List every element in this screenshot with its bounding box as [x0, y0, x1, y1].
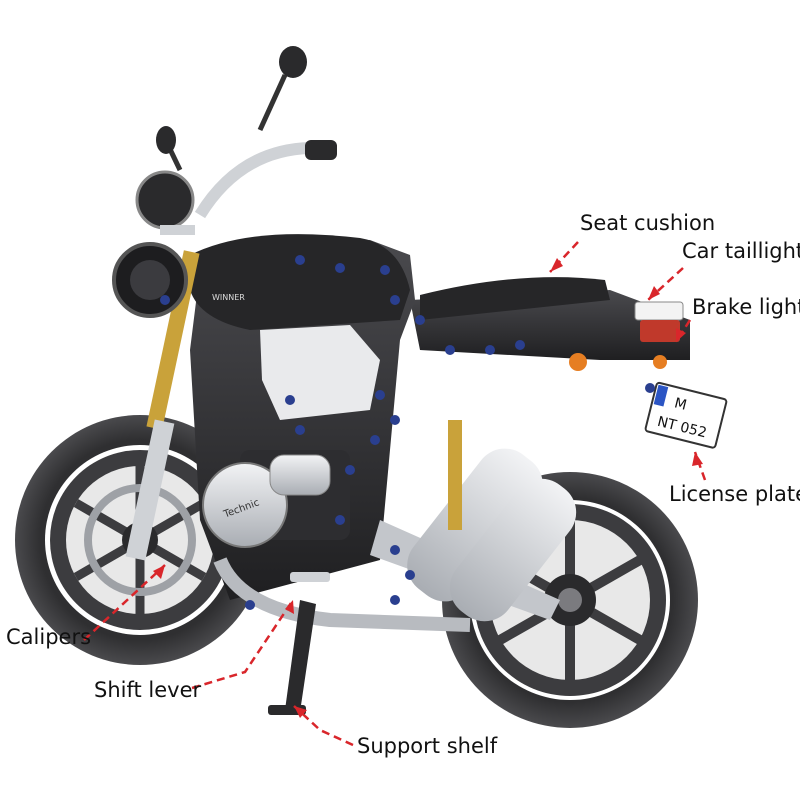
brake-disc	[84, 484, 196, 596]
license-plate-label: License plate	[669, 482, 800, 506]
handlebar	[194, 142, 311, 219]
technic-pins	[160, 255, 655, 610]
calipers-label: Calipers	[6, 625, 92, 649]
brake-light-label: Brake light	[692, 295, 800, 319]
car-taillight-label: Car taillight	[682, 239, 800, 263]
engine: Technic	[202, 450, 350, 548]
seat-cushion-line	[549, 241, 579, 273]
mirror-right	[279, 46, 307, 78]
rear-shock	[448, 420, 462, 530]
tank-badge: WINNER	[212, 293, 245, 302]
license-plate: M NT 052	[644, 381, 728, 449]
seat-cushion-label: Seat cushion	[580, 211, 716, 235]
brake-light-line	[674, 319, 692, 343]
shift-lever-label: Shift lever	[94, 678, 202, 702]
kickstand	[285, 600, 316, 712]
support-shelf-label: Support shelf	[357, 734, 498, 758]
seat	[420, 277, 610, 320]
exhaust	[213, 448, 577, 632]
calipers-line	[83, 564, 166, 641]
front-fork	[125, 250, 200, 561]
grip	[305, 140, 337, 160]
turn-signal	[569, 353, 587, 371]
mirror-left	[156, 126, 176, 154]
brake-light	[640, 320, 680, 342]
license-plate-line	[693, 451, 707, 481]
plate-line-1: M	[673, 395, 689, 413]
shift-lever-line	[191, 599, 295, 690]
fuel-tank	[190, 234, 410, 330]
shift-lever-part	[290, 572, 330, 582]
